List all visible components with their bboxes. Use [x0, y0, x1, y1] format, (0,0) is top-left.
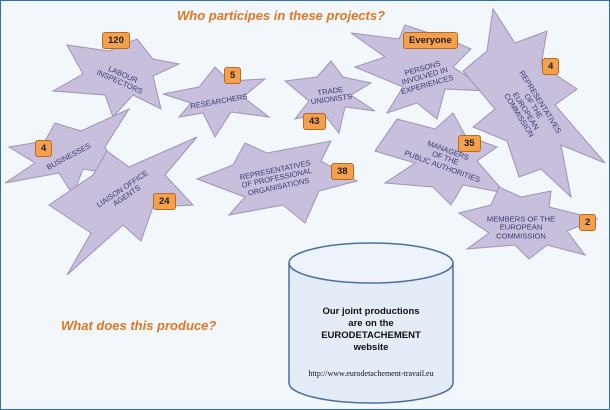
badge-members-ec: 2 — [579, 214, 597, 231]
output-line-2: are on the — [348, 318, 394, 329]
output-line-4: website — [353, 342, 389, 353]
question-participants: Who participes in these projects? — [177, 8, 386, 23]
star-members-ec — [457, 186, 599, 260]
label-members-ec: MEMBERS OF THE EUROPEAN COMMISSION — [486, 214, 556, 241]
output-line-1: Our joint productions — [322, 306, 420, 317]
star-professional-orgs — [195, 140, 359, 224]
star-researchers — [162, 66, 271, 139]
output-text: Our joint productions are on the EURODET… — [291, 306, 451, 354]
badge-businesses: 4 — [35, 140, 53, 157]
star-liaison-office — [48, 136, 198, 276]
badge-public-authorities: 35 — [458, 135, 481, 152]
website-url[interactable]: http://www.eurodetachement-travail.eu — [308, 369, 434, 378]
badge-persons-involved: Everyone — [403, 32, 458, 49]
output-line-3: EURODETACHEMENT — [321, 330, 421, 341]
star-labour-inspectors — [51, 38, 181, 118]
question-output: What does this produce? — [61, 318, 217, 333]
badge-representatives-ec: 4 — [542, 58, 560, 75]
badge-liaison-office: 24 — [153, 193, 176, 210]
star-public-authorities — [374, 112, 507, 206]
badge-researchers: 5 — [224, 67, 242, 84]
database-cylinder-icon — [288, 242, 454, 404]
badge-labour-inspectors: 120 — [102, 32, 130, 49]
star-representatives-ec — [462, 7, 606, 199]
badge-professional-orgs: 38 — [331, 163, 354, 180]
badge-trade-unionists: 43 — [303, 113, 326, 130]
